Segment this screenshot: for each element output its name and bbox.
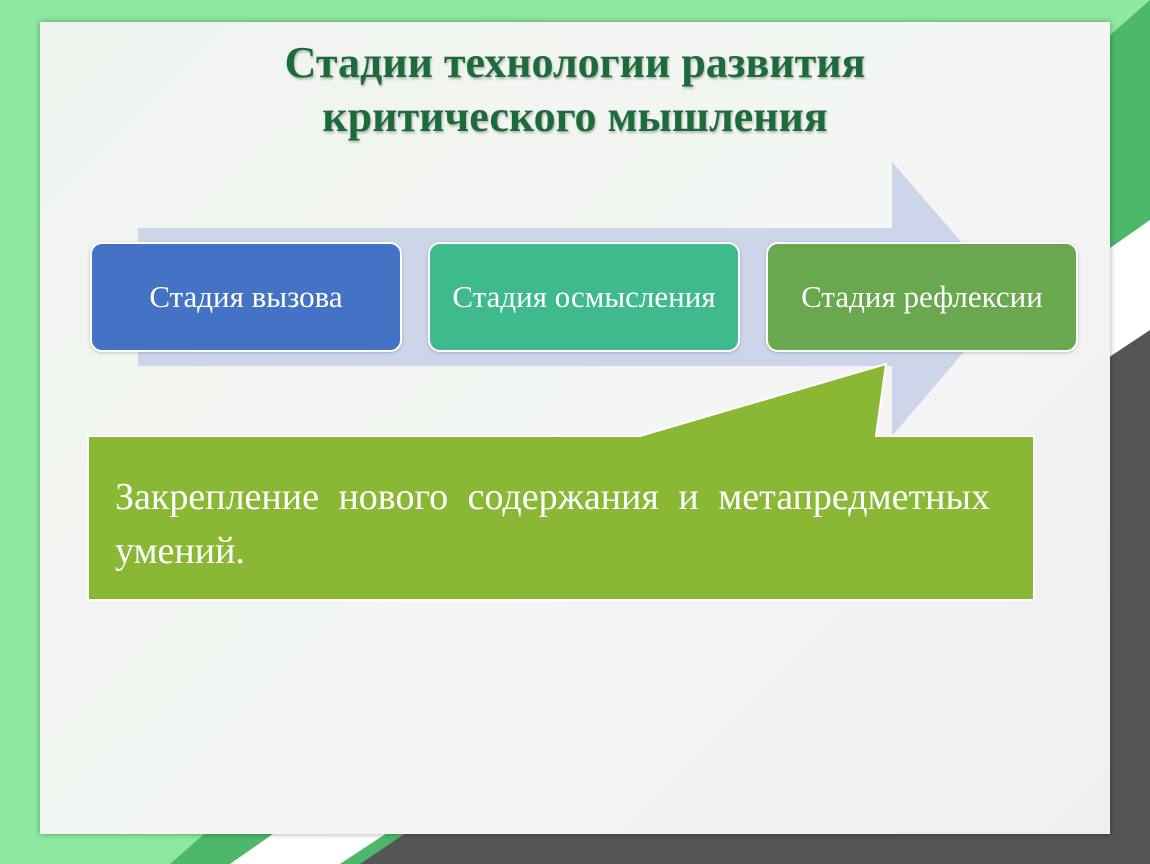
callout-text: Закрепление нового содержания и метапред… <box>115 476 990 572</box>
stage-box-comprehension: Стадия осмысления <box>428 242 740 352</box>
slide-title: Стадии технологии развития критического … <box>0 36 1150 144</box>
title-line-1: Стадии технологии развития <box>284 38 866 87</box>
callout-body <box>87 362 1035 601</box>
stage-label-reflection: Стадия рефлексии <box>801 279 1043 314</box>
title-line-2: критического мышления <box>322 92 828 141</box>
stage-label-challenge: Стадия вызова <box>149 279 343 314</box>
stage-box-reflection: Стадия рефлексии <box>766 242 1078 352</box>
slide-panel <box>40 22 1110 834</box>
stage-label-comprehension: Стадия осмысления <box>452 279 716 314</box>
stage-box-challenge: Стадия вызова <box>90 242 402 352</box>
